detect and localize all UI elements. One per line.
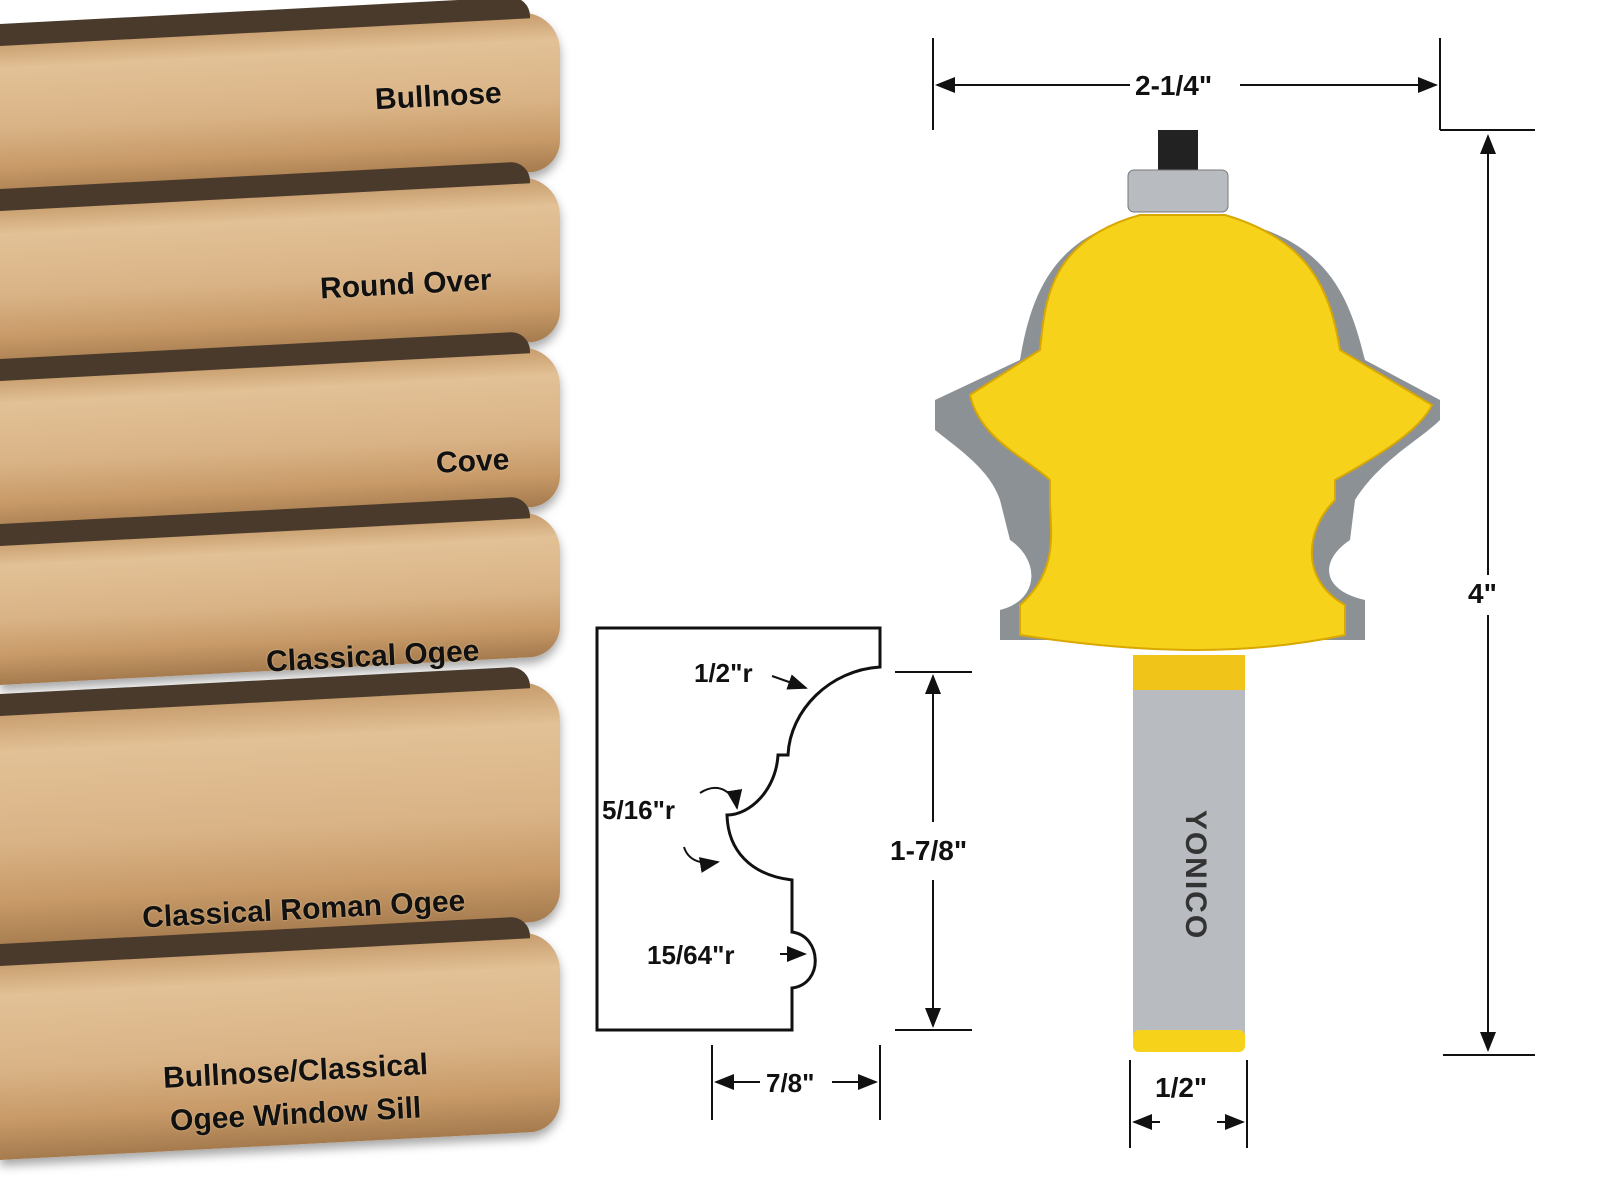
brand-logo: YONICO	[1179, 809, 1212, 941]
overall-height-label: 4"	[1468, 578, 1497, 609]
profile-outline	[595, 626, 882, 1032]
overall-width-label: 2-1/4"	[1135, 70, 1213, 101]
profile-height-label: 1-7/8"	[890, 835, 968, 866]
radius-bottom-label: 15/64"r	[647, 940, 735, 970]
radius-mid-label: 5/16"r	[602, 795, 676, 825]
router-bit	[935, 130, 1440, 1052]
radius-top-label: 1/2"r	[694, 658, 753, 688]
shank-diameter-label: 1/2"	[1155, 1072, 1208, 1103]
profile-depth-label: 7/8"	[766, 1068, 815, 1098]
